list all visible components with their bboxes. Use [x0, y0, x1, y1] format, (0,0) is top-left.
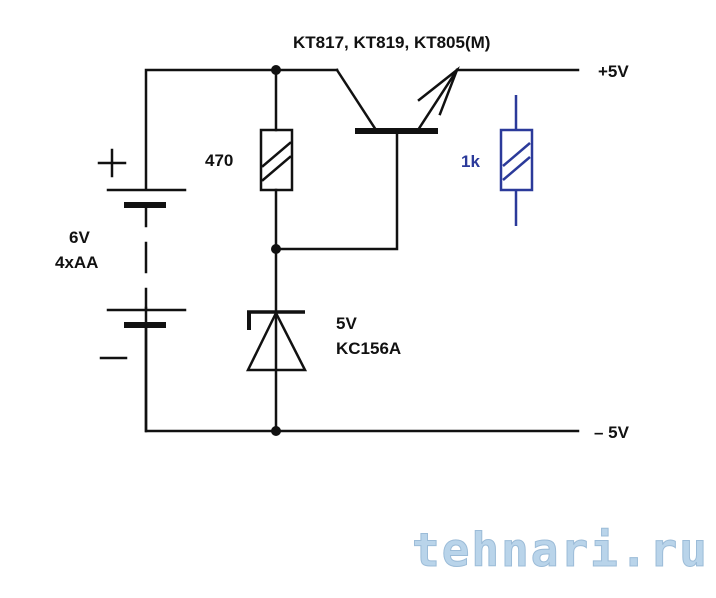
zener-part-label: KC156A [336, 339, 401, 358]
resistor-value-label: 470 [205, 151, 233, 170]
load-resistor-mark [502, 142, 531, 167]
positive-rail-label: +5V [598, 62, 629, 81]
junction-dot [271, 65, 281, 75]
junction-dot [271, 244, 281, 254]
wire-top-left [144, 68, 339, 190]
load-resistor-label: 1k [461, 152, 480, 171]
battery-cells-label: 4xAA [55, 253, 98, 272]
wire-negative-rail [144, 306, 580, 433]
resistor-mark [261, 141, 292, 168]
transistor-emitter [416, 68, 459, 132]
battery-voltage-label: 6V [69, 228, 90, 247]
wire-base [274, 129, 399, 251]
resistor-mark [261, 155, 292, 182]
transistor-label: KT817, KT819, KT805(M) [293, 33, 490, 52]
transistor-collector [335, 68, 378, 132]
watermark-logo: tehnari.ru [412, 523, 709, 577]
junction-dot [271, 426, 281, 436]
zener-voltage-label: 5V [336, 314, 357, 333]
load-resistor-mark [502, 156, 531, 181]
negative-rail-label: – 5V [594, 423, 630, 442]
